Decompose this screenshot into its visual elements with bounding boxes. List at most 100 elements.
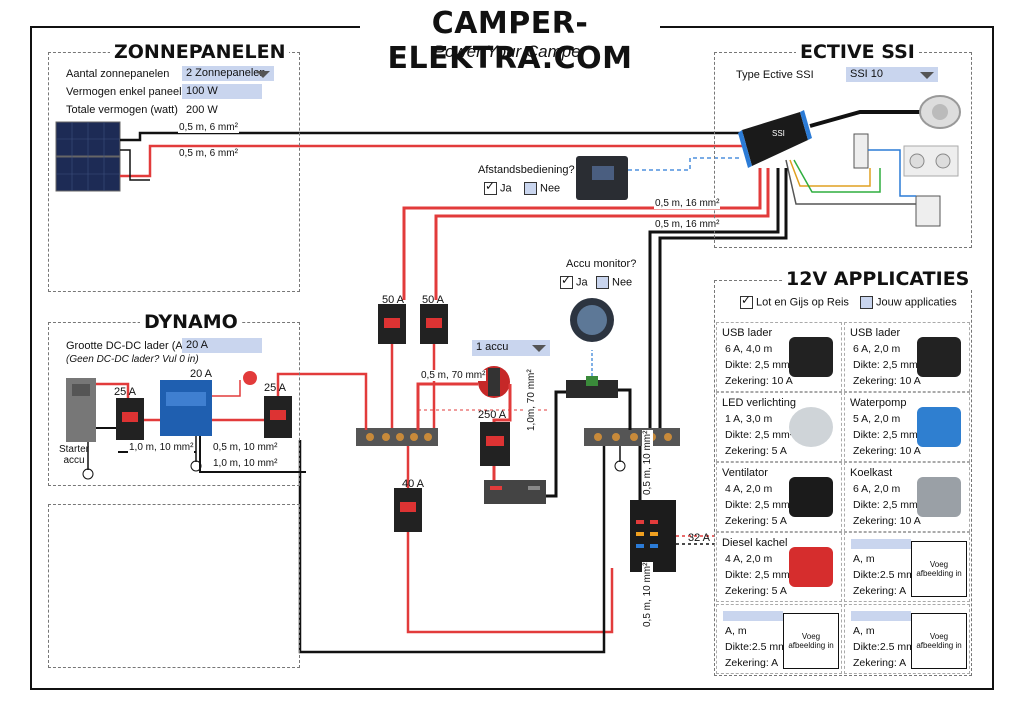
starter-battery-image (66, 378, 96, 442)
solar-power-input[interactable]: 100 W (182, 84, 262, 99)
dcdc-label: Grootte DC-DC lader (A) (66, 340, 187, 352)
solar-count-value: 2 Zonnepanelen (186, 67, 266, 79)
wire-10mm-label-a: 0,5 m, 10 mm² (642, 429, 653, 496)
fuse-box-image (630, 500, 676, 572)
apps-option-1-checkbox[interactable] (740, 293, 753, 309)
ssi-type-dropdown[interactable]: SSI 10 (846, 67, 938, 82)
app-name: USB lader (850, 327, 901, 339)
fridge-device-icon (917, 477, 961, 517)
monitor-yes-checkbox[interactable] (560, 273, 573, 289)
add-image-placeholder[interactable]: Voeg afbeelding in (911, 541, 967, 597)
usb-device-icon (917, 337, 961, 377)
apps-option-1[interactable]: Lot en Gijs op Reis (740, 293, 849, 309)
fuse-50a-right-label: 50 A (422, 294, 445, 306)
app-dikte: Dikte:2.5 mm² (853, 569, 919, 581)
app-zekering: Zekering: 5 A (725, 585, 787, 597)
fuse-40a-image (394, 488, 422, 532)
app-name: Ventilator (722, 467, 768, 479)
heater-device-icon (789, 547, 833, 587)
apps-option-2-checkbox[interactable] (860, 296, 873, 309)
battery-monitor-image (570, 298, 614, 342)
app-name: USB lader (722, 327, 773, 339)
chevron-down-icon (256, 71, 270, 78)
fuse-250a-label: 250 A (478, 409, 507, 421)
fuse-50a-left-image (378, 304, 406, 344)
remote-yes-option[interactable]: Ja (484, 179, 512, 195)
battery-count-value: 1 accu (476, 341, 509, 353)
solar-total-value: 200 W (186, 104, 218, 116)
apps-option-2[interactable]: Jouw applicaties (860, 296, 957, 309)
fuse-32a-label: 32 A (688, 532, 711, 544)
app-name-input[interactable] (723, 611, 783, 621)
app-name: LED verlichting (722, 397, 796, 409)
solar-wire-label-2: 0,5 m, 6 mm² (178, 148, 239, 159)
fan-device-icon (789, 477, 833, 517)
app-dikte: Dikte: 2,5 mm² (725, 499, 794, 511)
remote-no-option[interactable]: Nee (524, 182, 560, 195)
fuse-50a-right-image (420, 304, 448, 344)
wire-10mm-label-b: 0,5 m, 10 mm² (642, 561, 653, 628)
app-zekering: Zekering: 10 A (853, 445, 921, 457)
monitor-no-label: Nee (612, 276, 633, 289)
ective-ssi-image: SSI (738, 110, 812, 168)
app-dikte: Dikte: 2,5 mm² (853, 429, 922, 441)
solar-count-label: Aantal zonnepanelen (66, 68, 170, 80)
monitor-yes-label: Ja (576, 276, 588, 289)
remote-yes-checkbox[interactable] (484, 179, 497, 195)
ssi-type-value: SSI 10 (850, 68, 884, 80)
app-card[interactable]: A, m Dikte:2.5 mm² Zekering: A Voeg afbeeld… (716, 604, 842, 674)
app-name-input[interactable] (851, 611, 911, 621)
fuse-25a-right-label: 25 A (264, 382, 287, 394)
app-dikte: Dikte:2.5 mm² (725, 641, 791, 653)
solar-power-label: Vermogen enkel paneel (66, 86, 182, 98)
monitor-yes-option[interactable]: Ja (560, 273, 588, 289)
page-title: CAMPER-ELEKTRA.COM (360, 6, 660, 76)
monitor-no-option[interactable]: Nee (596, 276, 632, 289)
monitor-no-checkbox[interactable] (596, 276, 609, 289)
dcdc-input[interactable]: 20 A (182, 338, 262, 353)
starter-battery-label: Starter accu (58, 444, 89, 466)
battery-count-dropdown[interactable]: 1 accu (472, 340, 550, 356)
fuse-25a-right-image (264, 396, 292, 438)
app-zekering: Zekering: A (853, 657, 907, 669)
ssi-wire-label-2: 0,5 m, 16 mm² (654, 219, 721, 230)
solar-count-dropdown[interactable]: 2 Zonnepanelen (182, 66, 274, 81)
add-image-placeholder[interactable]: Voeg afbeelding in (911, 613, 967, 669)
apps-option-2-label: Jouw applicaties (876, 296, 957, 309)
app-dikte: Dikte:2.5 mm² (853, 641, 919, 653)
app-name: Koelkast (850, 467, 893, 479)
fuse-250a-image (480, 422, 510, 466)
dynamo-wire-label-2: 0,5 m, 10 mm² (212, 442, 279, 453)
ssi-type-label: Type Ective SSI (736, 69, 814, 81)
app-card[interactable]: Waterpomp 5 A, 2,0 m Dikte: 2,5 mm² Zekerin… (844, 392, 970, 462)
app-name: Waterpomp (850, 397, 907, 409)
app-spec: 5 A, 2,0 m (853, 413, 901, 425)
app-spec: 1 A, 3,0 m (725, 413, 773, 425)
solar-wire-label-1: 0,5 m, 6 mm² (178, 122, 239, 133)
app-name-input[interactable] (851, 539, 911, 549)
remote-yes-label: Ja (500, 182, 512, 195)
app-zekering: Zekering: 10 A (853, 375, 921, 387)
app-spec: A, m (725, 625, 747, 637)
usb-device-icon (789, 337, 833, 377)
fuse-50a-left-label: 50 A (382, 294, 405, 306)
add-image-placeholder[interactable]: Voeg afbeelding in (783, 613, 839, 669)
app-spec: 6 A, 4,0 m (725, 343, 773, 355)
app-zekering: Zekering: A (725, 657, 779, 669)
page-subtitle: Power Your Camper (433, 42, 587, 61)
app-spec: 4 A, 2,0 m (725, 553, 773, 565)
app-dikte: Dikte: 2,5 mm² (725, 359, 794, 371)
remote-no-label: Nee (540, 182, 561, 195)
remote-no-checkbox[interactable] (524, 182, 537, 195)
chevron-down-icon (532, 345, 546, 352)
app-spec: 6 A, 2,0 m (853, 483, 901, 495)
solar-panels-image (55, 121, 121, 192)
